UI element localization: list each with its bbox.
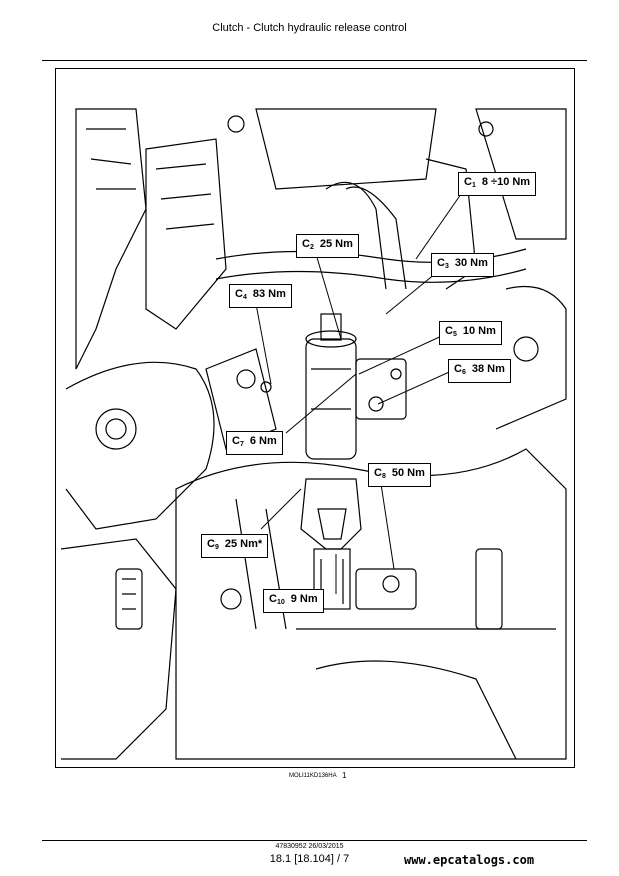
figure-reference-code: MOLI11KD136HA: [289, 773, 337, 779]
figure-number: 1: [342, 771, 347, 780]
footer-document-code: 47830952 26/03/2015: [275, 843, 344, 850]
watermark-text: www.epcatalogs.com: [404, 853, 535, 867]
footer-page-number: 18.1 [18.104] / 7: [269, 853, 350, 865]
header-rule: [42, 60, 587, 61]
page-header-title: Clutch - Clutch hydraulic release contro…: [212, 22, 407, 34]
footer-rule: [42, 840, 587, 841]
